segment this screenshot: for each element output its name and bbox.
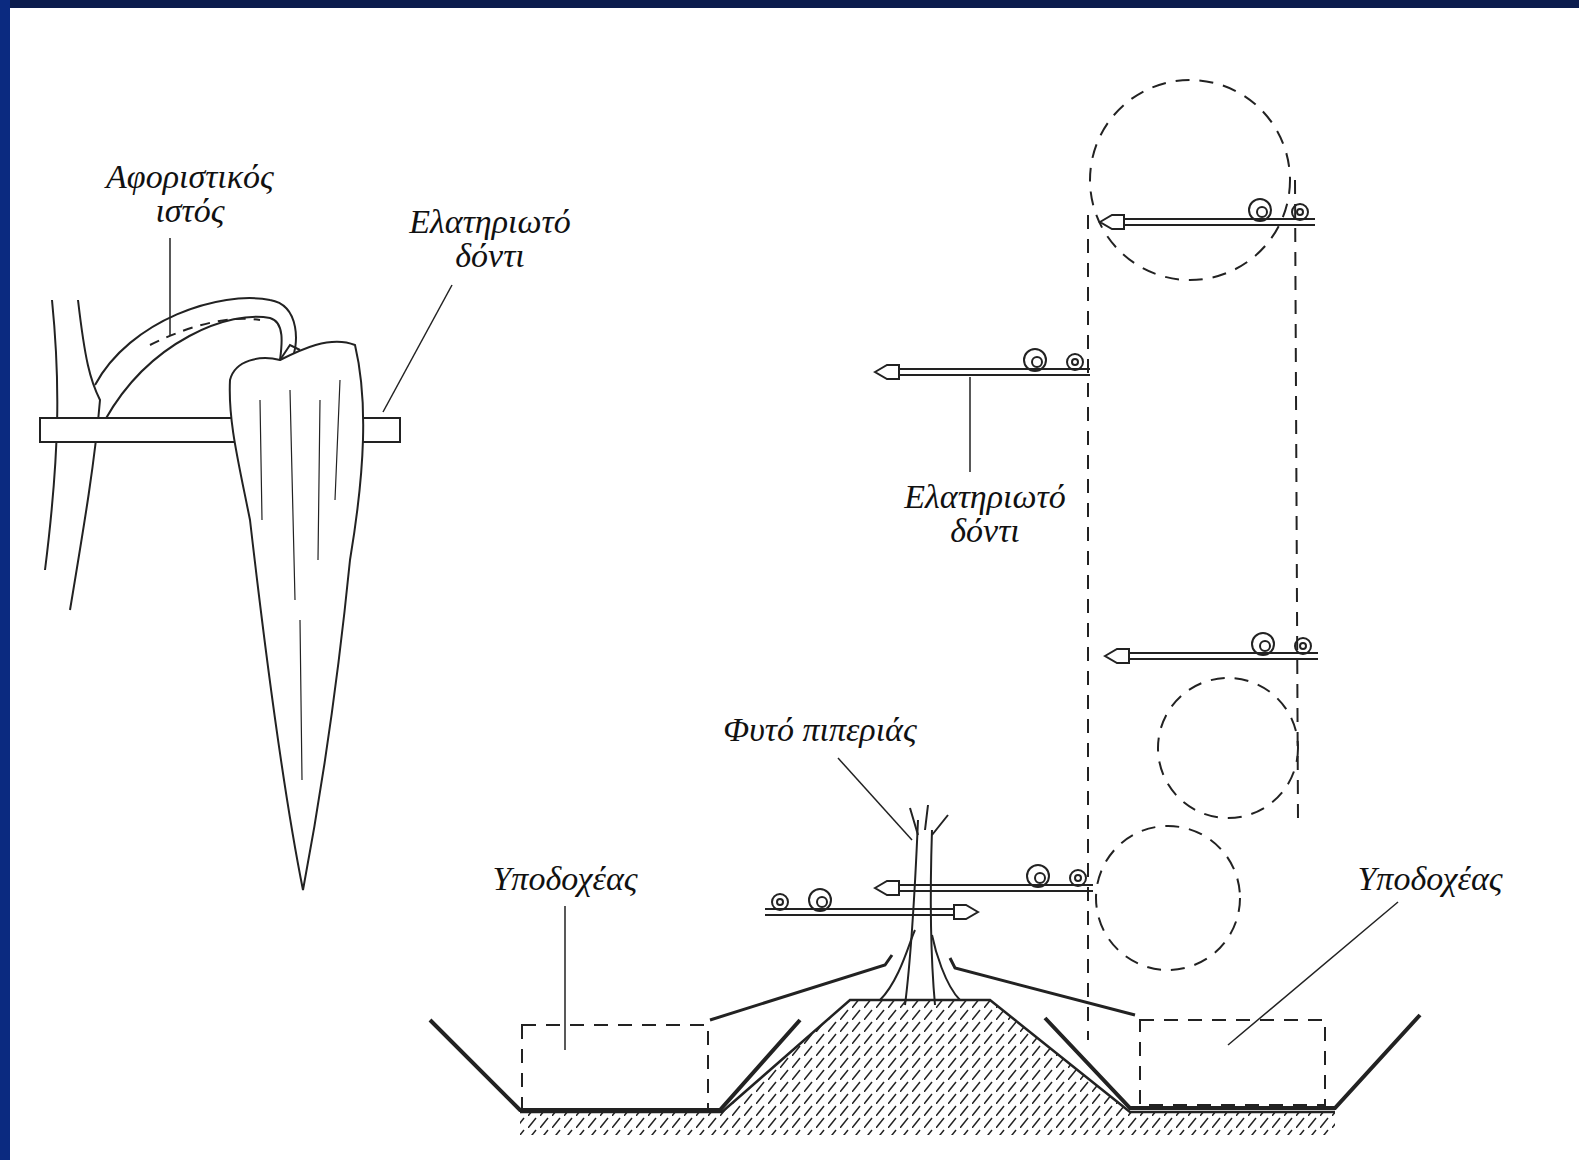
- frame-top: [0, 0, 1579, 8]
- part-label: Αφοριστικός ιστός: [80, 160, 300, 228]
- rotation-path: [522, 80, 1325, 1110]
- part-label: Ελατηριωτό δόντι: [380, 205, 600, 273]
- leader-lines: [170, 238, 1398, 1050]
- part-label: Φυτό πιπεριάς: [670, 713, 970, 747]
- part-label: Ελατηριωτό δόντι: [875, 480, 1095, 548]
- part-label: Υποδοχέας: [435, 862, 695, 896]
- frame-left: [0, 0, 10, 1160]
- left-figure: [40, 298, 400, 890]
- ground: [430, 1000, 1420, 1135]
- part-label: Υποδοχέας: [1300, 862, 1560, 896]
- pepper-plant: [880, 805, 960, 1005]
- lower-arms: [710, 955, 1135, 1020]
- spring-teeth: [765, 199, 1318, 919]
